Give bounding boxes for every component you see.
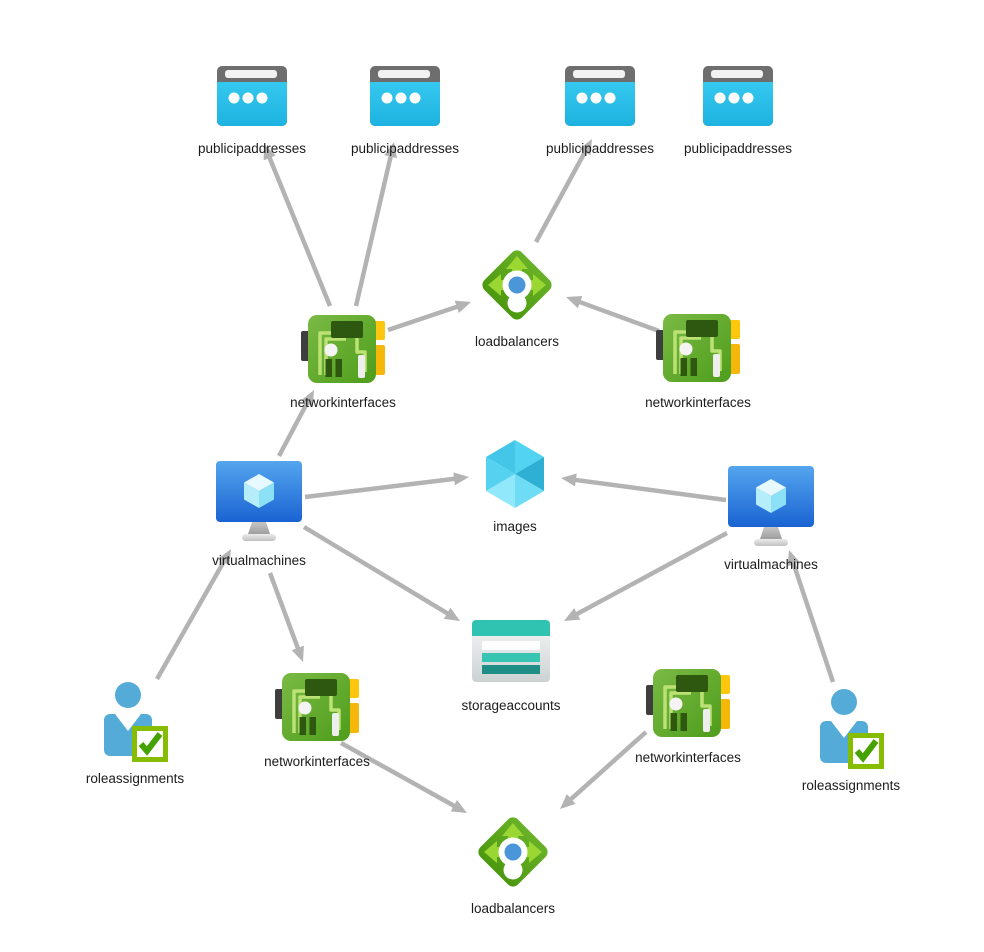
loadbalancers-icon [473,812,553,892]
node-images1: images [482,437,548,534]
node-label: publicipaddresses [545,141,655,156]
edge-nic2-to-lb1 [566,296,660,334]
edge-ra1-to-vm1 [155,549,231,681]
publicipaddresses-icon [564,65,636,127]
arrowhead-icon [454,300,471,313]
node-nic2: networkinterfaces [645,313,751,410]
node-label: loadbalancers [474,334,560,349]
node-pip1: publicipaddresses [198,65,306,156]
arrowhead-icon [560,794,576,809]
node-label: roleassignments [85,771,185,786]
node-lb2: loadbalancers [471,812,555,916]
node-label: networkinterfaces [290,395,396,410]
node-ra1: roleassignments [86,680,184,786]
networkinterfaces-icon [646,668,730,738]
arrowhead-icon [450,800,467,813]
virtualmachines-icon [728,466,814,548]
node-label: publicipaddresses [197,141,307,156]
node-label: loadbalancers [470,901,556,916]
node-label: images [493,519,537,534]
node-label: publicipaddresses [683,141,793,156]
edge-lb1-to-pip3 [534,139,592,244]
edge-nic3-to-lb2 [339,741,467,813]
publicipaddresses-icon [702,65,774,127]
node-nic3: networkinterfaces [264,672,370,769]
publicipaddresses-icon [216,65,288,127]
edge-nic4-to-lb2 [560,730,648,809]
arrowhead-icon [263,144,276,161]
loadbalancers-icon [477,245,557,325]
edge-vm1-to-storage1 [302,525,460,621]
node-label: networkinterfaces [635,750,741,765]
node-label: roleassignments [801,778,901,793]
node-nic4: networkinterfaces [635,668,741,765]
arrowhead-icon [384,142,397,159]
arrowhead-icon [291,645,304,662]
node-pip4: publicipaddresses [684,65,792,156]
node-label: networkinterfaces [264,754,370,769]
node-vm2: virtualmachines [724,466,818,572]
arrowhead-icon [579,139,592,156]
edge-nic1-to-pip2 [353,142,397,307]
node-label: networkinterfaces [645,395,751,410]
arrowhead-icon [566,296,583,309]
arrowhead-icon [787,550,800,567]
node-storage1: storageaccounts [461,620,561,713]
images-icon [482,437,548,511]
node-lb1: loadbalancers [475,245,559,349]
edge-vm2-to-storage1 [564,531,729,621]
edge-ra2-to-vm2 [787,550,836,683]
storageaccounts-icon [472,620,550,682]
node-vm1: virtualmachines [212,461,306,568]
arrowhead-icon [453,472,469,486]
edge-vm2-to-images1 [561,473,727,503]
edge-vm1-to-nic1 [277,390,314,458]
publicipaddresses-icon [369,65,441,127]
arrowhead-icon [564,608,581,621]
virtualmachines-icon [216,461,302,543]
node-label: publicipaddresses [350,141,460,156]
edge-nic1-to-pip1 [263,144,333,307]
arrowhead-icon [217,549,231,566]
roleassignments-icon [102,680,168,764]
edge-nic1-to-lb1 [387,300,471,333]
edge-vm1-to-images1 [304,472,469,500]
node-nic1: networkinterfaces [290,314,396,410]
node-label: virtualmachines [724,557,818,572]
networkinterfaces-icon [301,314,385,384]
edge-vm1-to-nic3 [267,572,304,662]
node-ra2: roleassignments [802,687,900,793]
arrowhead-icon [443,607,460,621]
networkinterfaces-icon [275,672,359,742]
node-pip2: publicipaddresses [351,65,459,156]
arrowhead-icon [561,473,577,487]
node-pip3: publicipaddresses [546,65,654,156]
node-label: virtualmachines [212,553,306,568]
node-label: storageaccounts [461,698,561,713]
networkinterfaces-icon [656,313,740,383]
roleassignments-icon [818,687,884,771]
arrowhead-icon [301,390,314,407]
